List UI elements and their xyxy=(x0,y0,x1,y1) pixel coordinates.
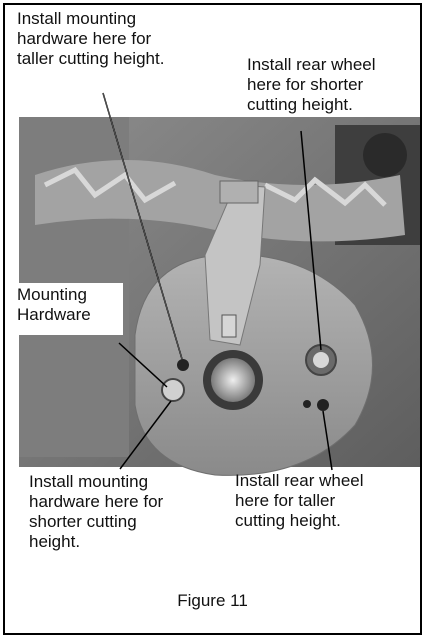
label-top-left: Install mounting hardware here for talle… xyxy=(13,7,169,71)
label-bottom-left: Install mounting hardware here for short… xyxy=(29,472,164,551)
label-top-right: Install rear wheel here for shorter cutt… xyxy=(241,53,382,117)
label-bottom-right: Install rear wheel here for taller cutti… xyxy=(235,471,364,530)
figure-frame: Install mounting hardware here for talle… xyxy=(3,3,422,635)
figure-caption: Figure 11 xyxy=(177,591,248,610)
label-mounting-hardware: Mounting Hardware xyxy=(13,283,123,335)
